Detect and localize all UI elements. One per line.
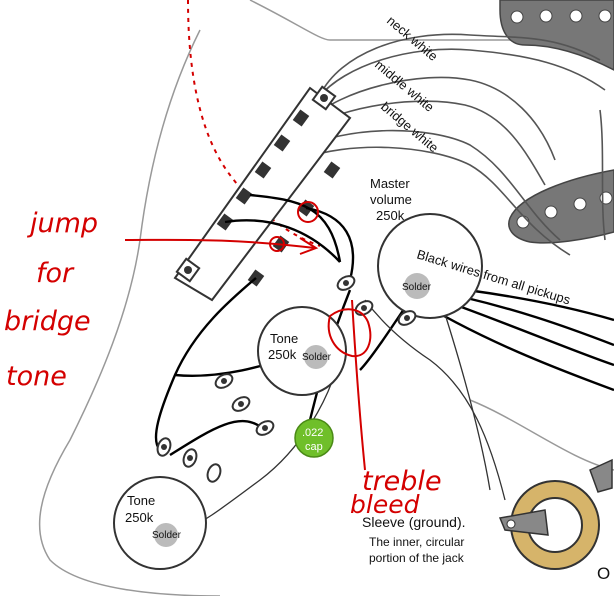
sleeve-desc-line1: The inner, circular <box>369 535 464 549</box>
sleeve-desc-line2: portion of the jack <box>369 551 465 565</box>
middle-pickup <box>508 169 614 244</box>
cap-label: cap <box>305 441 323 453</box>
annotation-jump: jump <box>26 208 98 239</box>
red-annotations <box>124 201 372 471</box>
tone-bottom-solder-label: Solder <box>152 530 182 541</box>
tone-middle-line1: Tone <box>270 331 298 346</box>
master-volume-line1: Master <box>370 176 410 191</box>
tone-middle-line2: 250k <box>268 347 297 362</box>
capacitor <box>294 418 334 458</box>
annotation-for: for <box>36 258 75 289</box>
annotation-tone: tone <box>6 361 67 392</box>
annotation-treble: treble <box>362 466 442 497</box>
cap-value-label: .022 <box>302 427 323 439</box>
jump-wire-route <box>187 0 321 247</box>
master-volume-line2: volume <box>370 192 412 207</box>
edge-letter: O <box>597 564 610 583</box>
pickup-wires <box>297 33 606 256</box>
tone-bottom-line2: 250k <box>125 510 154 525</box>
pickup-selector-switch <box>173 85 352 302</box>
neck-pickup <box>499 0 614 71</box>
volume-solder-label: Solder <box>402 282 432 293</box>
annotation-bleed: bleed <box>350 490 420 519</box>
master-volume-line3: 250k <box>376 208 405 223</box>
tone-middle-solder-label: Solder <box>302 352 332 363</box>
master-volume-pot <box>336 213 483 326</box>
tone-pot-bottom <box>113 437 222 570</box>
annotation-bridge: bridge <box>4 306 91 337</box>
tone-pot-middle <box>214 306 347 436</box>
output-jack <box>498 458 613 570</box>
tone-bottom-line1: Tone <box>127 493 155 508</box>
sleeve-label: Sleeve (ground). <box>362 514 466 530</box>
